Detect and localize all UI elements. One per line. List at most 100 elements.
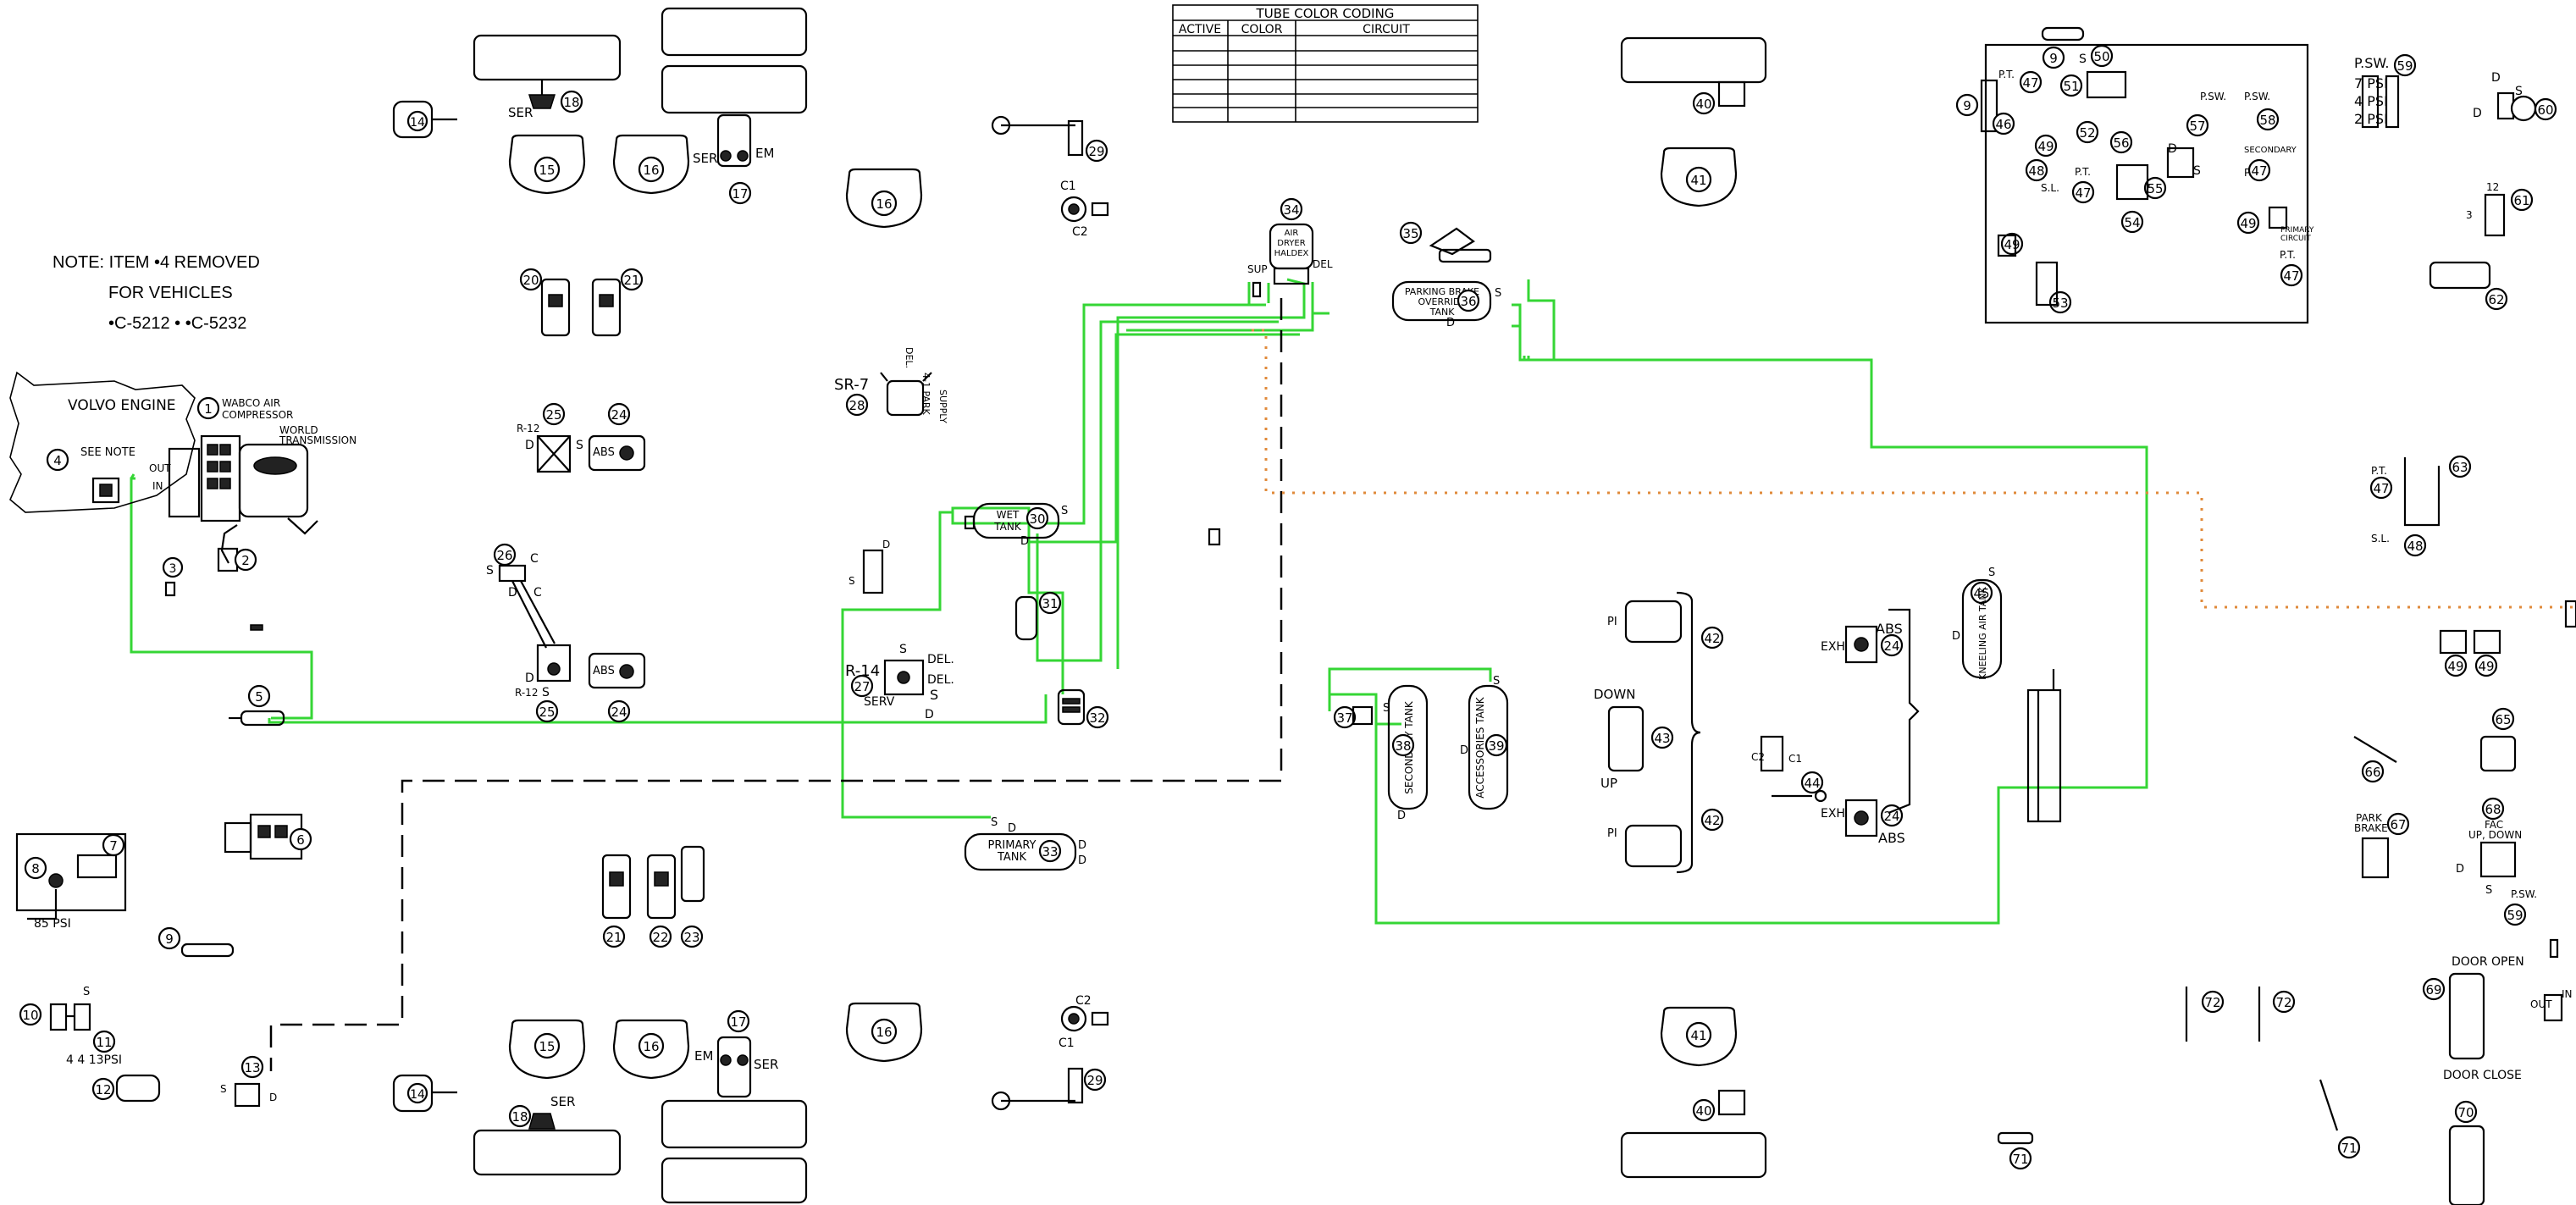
svg-text:37: 37 bbox=[1336, 710, 1352, 726]
svg-text:SEE NOTE: SEE NOTE bbox=[80, 446, 135, 459]
svg-text:15: 15 bbox=[539, 1039, 555, 1054]
svg-text:D: D bbox=[1460, 744, 1468, 757]
svg-text:S: S bbox=[2193, 164, 2201, 178]
svg-text:WORLD: WORLD bbox=[279, 424, 318, 436]
svg-text:S: S bbox=[1493, 675, 1500, 688]
item-44: 44 C2 C1 bbox=[1751, 735, 1827, 803]
svg-text:18: 18 bbox=[563, 95, 579, 110]
svg-text:59: 59 bbox=[2507, 908, 2523, 923]
svg-text:S: S bbox=[2515, 85, 2523, 98]
svg-text:EM: EM bbox=[694, 1048, 713, 1064]
svg-text:5: 5 bbox=[255, 689, 263, 705]
item-65: 65 bbox=[2479, 707, 2517, 772]
svg-text:3: 3 bbox=[2466, 209, 2473, 221]
item-34-air-dryer: 34 AIR DRYER HALDEX SUP DEL bbox=[1247, 197, 1333, 298]
item-14-top: 14 bbox=[392, 100, 457, 139]
svg-text:PRIMARY: PRIMARY bbox=[2280, 226, 2314, 235]
item-5: 5 bbox=[229, 684, 285, 727]
svg-text:54: 54 bbox=[2124, 215, 2140, 230]
svg-text:35: 35 bbox=[1402, 226, 1418, 241]
svg-text:59: 59 bbox=[2396, 58, 2413, 74]
item-27-r14: R-14 27 S DEL. DEL. SERV S D bbox=[845, 643, 954, 721]
svg-text:C: C bbox=[533, 586, 542, 600]
svg-text:DOOR CLOSE: DOOR CLOSE bbox=[2443, 1069, 2522, 1082]
item-28-sr7: SR-7 28 4-1 PARK DEL. SUPPLY bbox=[834, 347, 948, 423]
svg-text:12: 12 bbox=[95, 1082, 111, 1097]
item-15-bottom: 15 bbox=[508, 1019, 586, 1080]
svg-text:63: 63 bbox=[2452, 460, 2468, 475]
svg-text:COMPRESSOR: COMPRESSOR bbox=[222, 409, 293, 421]
item-38-secondary-tank: SECONDARY TANK 38 S D bbox=[1383, 684, 1429, 822]
svg-text:TRANSMISSION: TRANSMISSION bbox=[279, 434, 357, 446]
svg-text:25: 25 bbox=[539, 705, 555, 720]
item-18-bottom: 18 SER bbox=[473, 1094, 622, 1176]
item-71: 71 71 bbox=[1997, 1079, 2361, 1170]
svg-text:4: 4 bbox=[53, 453, 62, 468]
svg-text:C1: C1 bbox=[1788, 753, 1802, 765]
svg-text:32: 32 bbox=[1089, 710, 1105, 726]
item-29-bottom: 29 bbox=[991, 1067, 1107, 1111]
item-35: 35 bbox=[1399, 221, 1492, 263]
svg-text:FAC: FAC bbox=[2485, 819, 2503, 831]
svg-text:P.T.: P.T. bbox=[2075, 166, 2091, 178]
svg-text:4 4 13PSI: 4 4 13PSI bbox=[66, 1053, 122, 1067]
item-68-fac: 68 FAC UP, DOWN D S P.SW. 59 bbox=[2456, 797, 2537, 926]
svg-text:10: 10 bbox=[22, 1008, 38, 1023]
valve-panel-box: 9 S 50 9 P.T. 47 46 51 52 49 48 S.L. P.T… bbox=[1955, 26, 2314, 324]
svg-text:49: 49 bbox=[2004, 237, 2020, 252]
svg-text:NOTE: ITEM •4 REMOVED: NOTE: ITEM •4 REMOVED bbox=[53, 253, 260, 272]
svg-text:C1: C1 bbox=[1060, 180, 1076, 193]
edge-connector bbox=[2564, 600, 2576, 628]
color-table-header-active: ACTIVE bbox=[1179, 23, 1221, 36]
item-70: 70 bbox=[2448, 1100, 2485, 1205]
svg-text:SER: SER bbox=[550, 1094, 575, 1109]
svg-text:S: S bbox=[576, 439, 583, 452]
svg-text:47: 47 bbox=[2075, 185, 2091, 201]
svg-text:29: 29 bbox=[1086, 1073, 1103, 1088]
svg-text:P.T.: P.T. bbox=[2280, 249, 2296, 261]
svg-text:UP, DOWN: UP, DOWN bbox=[2468, 829, 2522, 841]
svg-text:12: 12 bbox=[2486, 181, 2499, 193]
item-13: 13 S D bbox=[220, 1055, 277, 1108]
item-9: 9 bbox=[158, 926, 235, 958]
item-42-43-valves: PI 42 DOWN 43 UP PI 42 bbox=[1594, 591, 1724, 874]
svg-text:71: 71 bbox=[2341, 1141, 2357, 1156]
fitting bbox=[250, 624, 263, 631]
item-17-top: SER EM 17 bbox=[661, 7, 808, 205]
svg-text:D: D bbox=[525, 439, 534, 452]
svg-text:P.SW.: P.SW. bbox=[2354, 55, 2389, 71]
item-6: 6 bbox=[224, 813, 312, 860]
svg-text:8: 8 bbox=[31, 861, 40, 876]
svg-text:HALDEX: HALDEX bbox=[1274, 249, 1309, 258]
svg-text:49: 49 bbox=[2240, 216, 2256, 231]
svg-text:S: S bbox=[542, 686, 550, 699]
item-62: 62 bbox=[2429, 261, 2508, 311]
volvo-engine: VOLVO ENGINE 4 SEE NOTE OUT IN 1 WABCO A… bbox=[9, 371, 357, 572]
svg-text:R-12: R-12 bbox=[515, 687, 538, 699]
item-10-11: 10 11 4 4 13PSI S bbox=[19, 986, 122, 1067]
item-16-top-b: 16 bbox=[845, 168, 923, 229]
svg-text:SER: SER bbox=[693, 151, 717, 166]
svg-text:CIRCUIT: CIRCUIT bbox=[2280, 235, 2311, 243]
svg-text:ABS: ABS bbox=[1876, 621, 1903, 637]
svg-text:70: 70 bbox=[2457, 1105, 2474, 1120]
svg-text:50: 50 bbox=[2093, 49, 2109, 64]
svg-text:71: 71 bbox=[2012, 1152, 2028, 1167]
svg-text:24: 24 bbox=[611, 407, 627, 423]
svg-text:D: D bbox=[269, 1092, 277, 1103]
item-61: 61 3 12 bbox=[2466, 181, 2534, 237]
item-60: D D 60 S bbox=[2473, 71, 2557, 122]
svg-text:TANK: TANK bbox=[997, 851, 1027, 864]
svg-text:S.L.: S.L. bbox=[2041, 182, 2059, 194]
item-24-abs-right-top: EXH ABS 24 bbox=[1821, 621, 1904, 664]
item-36-park-override-tank: PARKING BRAKE OVERRIDE TANK 36 S D bbox=[1391, 280, 1501, 329]
svg-text:22: 22 bbox=[652, 930, 668, 945]
item-c1-c2-top: C1 C2 bbox=[1060, 180, 1109, 239]
svg-text:P.SW.: P.SW. bbox=[2244, 91, 2270, 102]
svg-text:P.SW.: P.SW. bbox=[2511, 888, 2537, 900]
svg-text:9: 9 bbox=[165, 931, 174, 947]
item-7-8-box: 8 7 85 PSI bbox=[15, 832, 127, 931]
svg-text:40: 40 bbox=[1695, 1103, 1711, 1119]
svg-text:P.T.: P.T. bbox=[2371, 465, 2387, 477]
